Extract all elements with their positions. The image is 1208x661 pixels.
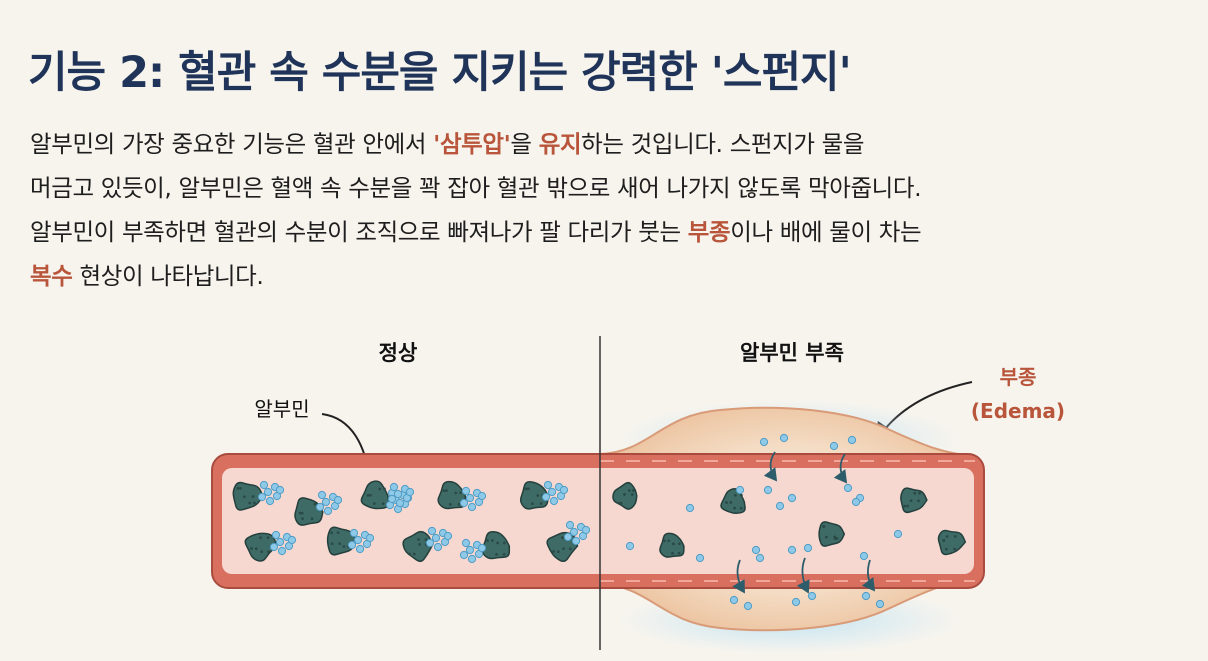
water-molecule <box>356 545 363 552</box>
water-molecule <box>752 546 759 553</box>
water-molecule <box>406 488 413 495</box>
water-molecule <box>626 542 633 549</box>
water-molecule <box>260 481 267 488</box>
water-molecule <box>460 499 467 506</box>
water-molecule <box>852 498 859 505</box>
water-molecule <box>466 546 473 553</box>
water-molecule <box>792 598 799 605</box>
water-molecule <box>830 442 837 449</box>
paragraph-text: 을 <box>510 130 538 158</box>
water-molecule <box>316 503 323 510</box>
water-molecule <box>478 492 485 499</box>
water-molecule <box>570 528 577 535</box>
water-molecule <box>894 530 901 537</box>
edema-label: 부종 <box>1000 365 1037 389</box>
water-molecule <box>264 488 271 495</box>
water-molecule <box>366 534 373 541</box>
water-molecule <box>288 536 295 543</box>
water-molecule <box>764 486 771 493</box>
water-molecule <box>258 493 265 500</box>
water-molecule <box>560 486 567 493</box>
water-molecule <box>544 481 551 488</box>
water-molecule <box>266 497 273 504</box>
water-molecule <box>350 529 357 536</box>
water-molecule <box>876 600 883 607</box>
page-title: 기능 2: 혈관 속 수분을 지키는 강력한 '스펀지' <box>28 38 851 100</box>
water-molecule <box>468 555 475 562</box>
water-molecule <box>394 490 401 497</box>
description-paragraph: 알부민의 가장 중요한 기능은 혈관 안에서 '삼투압'을 유지하는 것입니다.… <box>30 122 1190 298</box>
water-molecule <box>550 497 557 504</box>
highlight-term: 부종 <box>688 218 730 246</box>
paragraph-text: 하는 것입니다. 스펀지가 물을 <box>581 130 864 158</box>
water-molecule <box>354 536 361 543</box>
water-molecule <box>468 503 475 510</box>
water-molecule <box>462 539 469 546</box>
water-molecule <box>780 434 787 441</box>
highlight-term: 복수 <box>30 262 72 290</box>
water-molecule <box>278 547 285 554</box>
paragraph-line: 알부민이 부족하면 혈관의 수분이 조직으로 빠져나가 팔 다리가 붓는 부종이… <box>30 210 1190 254</box>
water-molecule <box>736 486 743 493</box>
vessel-diagram: 정상 알부민 알부민 부족 부종 (Edema) <box>0 320 1208 661</box>
water-molecule <box>390 483 397 490</box>
water-molecule <box>730 596 737 603</box>
water-molecule <box>334 496 341 503</box>
paragraph-text: 현상이 나타납니다. <box>72 262 263 290</box>
water-molecule <box>462 487 469 494</box>
albumin-label: 알부민 <box>254 397 309 421</box>
water-molecule <box>686 504 693 511</box>
water-molecule <box>564 533 571 540</box>
water-molecule <box>432 534 439 541</box>
water-molecule <box>566 521 573 528</box>
water-molecule <box>434 543 441 550</box>
water-molecule <box>318 491 325 498</box>
paragraph-line: 복수 현상이 나타납니다. <box>30 254 1190 298</box>
paragraph-line: 머금고 있듯이, 알부민은 혈액 속 수분을 꽉 잡아 혈관 밖으로 새어 나가… <box>30 166 1190 210</box>
water-molecule <box>788 494 795 501</box>
water-molecule <box>276 486 283 493</box>
water-molecule <box>426 539 433 546</box>
water-molecule <box>860 552 867 559</box>
water-molecule <box>548 488 555 495</box>
water-molecule <box>388 495 395 502</box>
highlight-term: '삼투압' <box>433 130 510 158</box>
water-molecule <box>542 493 549 500</box>
water-molecule <box>756 554 763 561</box>
highlight-term: 유지 <box>539 130 581 158</box>
water-molecule <box>744 602 751 609</box>
normal-label: 정상 <box>379 341 418 365</box>
deficient-label: 알부민 부족 <box>740 341 844 365</box>
water-molecule <box>788 546 795 553</box>
paragraph-text: 머금고 있듯이, 알부민은 혈액 속 수분을 꽉 잡아 혈관 밖으로 새어 나가… <box>30 174 921 202</box>
water-molecule <box>862 592 869 599</box>
paragraph-line: 알부민의 가장 중요한 기능은 혈관 안에서 '삼투압'을 유지하는 것입니다.… <box>30 122 1190 166</box>
water-molecule <box>428 527 435 534</box>
water-molecule <box>848 436 855 443</box>
water-molecule <box>844 484 851 491</box>
water-molecule <box>760 438 767 445</box>
water-molecule <box>582 526 589 533</box>
water-molecule <box>478 544 485 551</box>
water-molecule <box>276 538 283 545</box>
paragraph-text: 이나 배에 물이 차는 <box>730 218 921 246</box>
water-molecule <box>804 544 811 551</box>
water-molecule <box>272 531 279 538</box>
water-molecule <box>696 554 703 561</box>
water-molecule <box>572 537 579 544</box>
water-molecule <box>444 532 451 539</box>
paragraph-text: 알부민의 가장 중요한 기능은 혈관 안에서 <box>30 130 433 158</box>
water-molecule <box>776 502 783 509</box>
water-molecule <box>270 543 277 550</box>
edema-en-label: (Edema) <box>971 399 1065 423</box>
water-molecule <box>322 498 329 505</box>
water-molecule <box>324 507 331 514</box>
water-molecule <box>466 494 473 501</box>
water-molecule <box>348 541 355 548</box>
water-molecule <box>808 592 815 599</box>
paragraph-text: 알부민이 부족하면 혈관의 수분이 조직으로 빠져나가 팔 다리가 붓는 <box>30 218 688 246</box>
water-molecule <box>396 499 403 506</box>
water-molecule <box>460 551 467 558</box>
